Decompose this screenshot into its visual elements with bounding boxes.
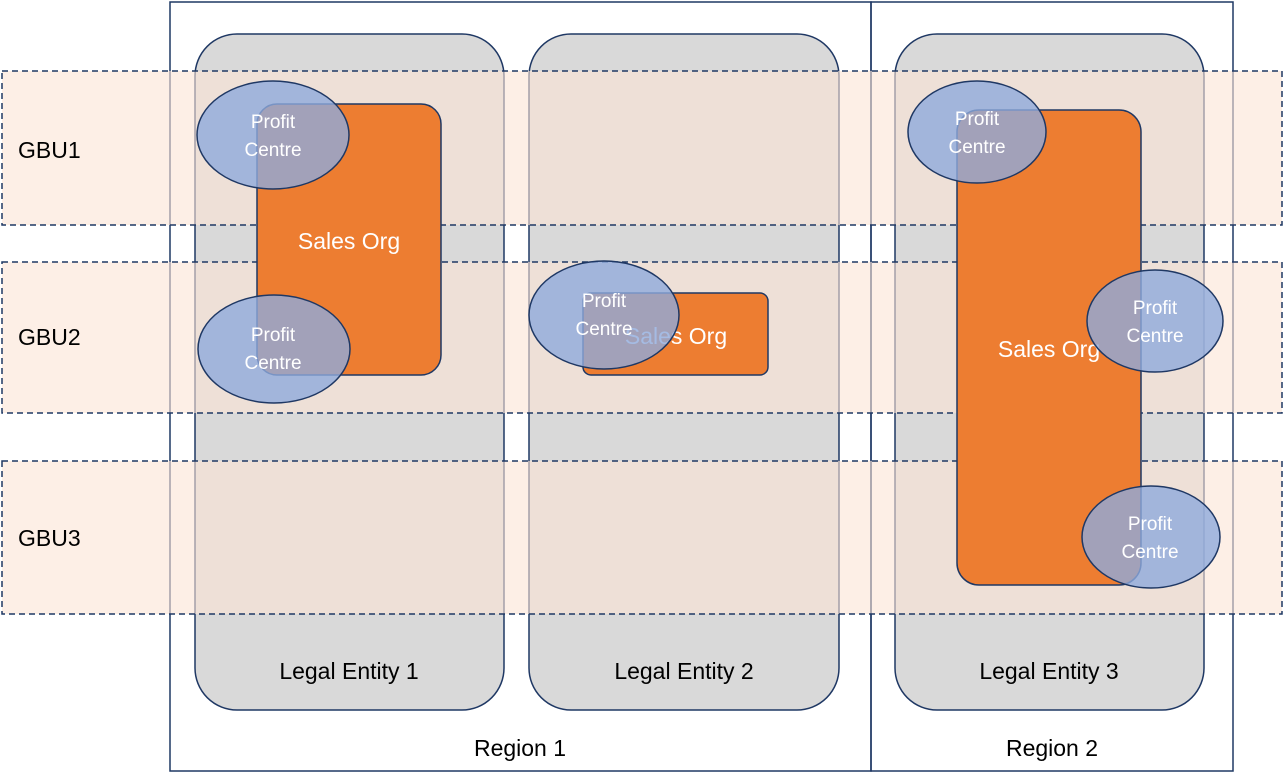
profit-centre-2-line1: Profit	[251, 325, 296, 346]
profit-centre-5-line2: Centre	[1126, 326, 1183, 347]
legal-entity-2-label: Legal Entity 2	[614, 658, 753, 684]
legal-entity-1-label: Legal Entity 1	[279, 658, 418, 684]
profit-centre-2-line2: Centre	[244, 353, 301, 374]
profit-centre-2: Profit Centre	[197, 294, 351, 404]
sales-org-1-label: Sales Org	[298, 228, 400, 254]
legal-entity-3-label: Legal Entity 3	[979, 658, 1118, 684]
profit-centre-3-line1: Profit	[582, 291, 627, 312]
gbu-1-label: GBU1	[18, 137, 81, 163]
profit-centre-4: Profit Centre	[907, 80, 1047, 184]
profit-centre-4-line2: Centre	[948, 137, 1005, 158]
profit-centre-3: Profit Centre	[528, 260, 680, 370]
profit-centre-1-line1: Profit	[251, 112, 296, 133]
profit-centre-6-line2: Centre	[1121, 542, 1178, 563]
region-1-label: Region 1	[474, 735, 566, 761]
profit-centre-1: Profit Centre	[196, 80, 350, 190]
profit-centre-1-line2: Centre	[244, 140, 301, 161]
gbu-2-label: GBU2	[18, 324, 81, 350]
profit-centre-5: Profit Centre	[1086, 269, 1224, 373]
profit-centre-5-line1: Profit	[1133, 298, 1178, 319]
gbu-3-label: GBU3	[18, 525, 81, 551]
profit-centre-6: Profit Centre	[1081, 485, 1221, 589]
region-2-label: Region 2	[1006, 735, 1098, 761]
sales-org-3-label: Sales Org	[998, 336, 1100, 362]
profit-centre-3-line2: Centre	[575, 319, 632, 340]
profit-centre-6-line1: Profit	[1128, 514, 1173, 535]
profit-centre-4-line1: Profit	[955, 109, 1000, 130]
